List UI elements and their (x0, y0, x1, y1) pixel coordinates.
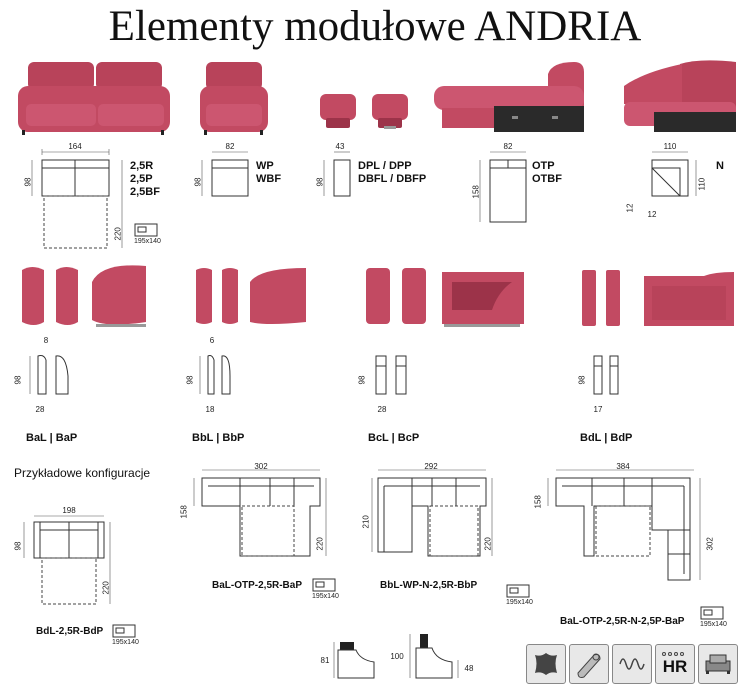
page-title: Elementy modułowe ANDRIA (108, 3, 642, 50)
codes-wp: WP WBF (256, 160, 282, 185)
bed-size-config-2: 195x140 (312, 593, 339, 600)
dim-height-config-4: 158 (533, 495, 543, 509)
photo-corner-n (624, 60, 736, 132)
dim-headrest-low: 81 (320, 656, 330, 665)
photo-armrest-bb (196, 268, 306, 324)
dim-depth-config-3: 220 (483, 537, 493, 551)
configs-heading: Przykładowe konfiguracje (14, 466, 151, 480)
dim-height-n: 110 (697, 177, 707, 191)
dim-height-wp: 98 (193, 177, 203, 187)
dim-height-2-5: 98 (23, 177, 33, 187)
sofa-bed-icon (112, 624, 136, 638)
bed-size-config-3: 195x140 (506, 599, 533, 606)
dim-width-wp: 82 (225, 142, 235, 151)
label-config-2: BaL-OTP-2,5R-BaP (212, 580, 303, 591)
dim-width-dp: 43 (335, 142, 345, 151)
dim-depth-bd: 17 (593, 405, 603, 414)
dim-height-dp: 98 (315, 177, 325, 187)
photo-module-wp (200, 62, 268, 135)
drawing-corner-n (651, 151, 697, 197)
drawing-config-1 (23, 515, 111, 605)
dim-depth-config-2: 220 (315, 537, 325, 551)
drawing-headrest-low (333, 642, 375, 679)
label-config-3: BbL-WP-N-2,5R-BbP (380, 580, 478, 591)
label-armrest-bc: BcL | BcP (368, 432, 420, 444)
photo-sofa-2-5 (18, 62, 170, 135)
drawing-module-dp (323, 151, 351, 197)
codes-n: N (716, 160, 724, 172)
dim-height-config-1: 98 (13, 541, 23, 551)
spring-icon (612, 644, 652, 684)
label-armrest-bd: BdL | BdP (580, 432, 633, 444)
sofa-bed-icon (700, 606, 724, 620)
codes-dp: DPL / DPP DBFL / DBFP (358, 160, 427, 185)
dim-depth-bb: 18 (205, 405, 215, 414)
dim-headrest-seat: 48 (464, 664, 474, 673)
photo-chaise-otp (434, 62, 584, 132)
dim-width-config-1: 198 (62, 506, 76, 515)
label-config-4: BaL-OTP-2,5R-N-2,5P-BaP (560, 616, 685, 627)
dim-width-config-3: 292 (424, 462, 438, 471)
dim-width-config-2: 302 (254, 462, 268, 471)
drawing-chaise-otp (479, 151, 527, 223)
sofa-bed-icon (134, 223, 158, 237)
drawing-armrest-ba (29, 355, 69, 395)
dim-width-bb: 6 (209, 336, 215, 345)
dim-height-bd: 98 (577, 375, 587, 385)
drawing-armrest-bb (199, 355, 231, 395)
photo-armrest-bc (366, 268, 524, 327)
dim-inner-b-n: 12 (647, 210, 657, 219)
dim-height-config-2: 158 (179, 505, 189, 519)
drawing-headrest-high (409, 634, 459, 679)
dim-depth-ba: 28 (35, 405, 45, 414)
label-armrest-ba: BaL | BaP (26, 432, 78, 444)
bed-size-config-4: 195x140 (700, 621, 727, 628)
photo-armrest-ba (22, 265, 146, 327)
dim-depth-config-4: 302 (705, 537, 715, 551)
drawing-config-4 (547, 469, 701, 581)
dim-inner-a-n: 12 (625, 203, 635, 213)
hr-foam-label: HR (662, 657, 688, 676)
dim-width-n: 110 (663, 142, 677, 151)
bed-size-2-5: 195x140 (134, 238, 161, 245)
dim-depth-bc: 28 (377, 405, 387, 414)
photo-ottomans (320, 94, 408, 129)
codes-otp: OTP OTBF (532, 160, 562, 185)
drawing-armrest-bc (375, 355, 407, 395)
drawing-sofa-2-5 (31, 149, 123, 249)
dim-height-ba: 98 (13, 375, 23, 385)
codes-2-5: 2,5R 2,5P 2,5BF (130, 160, 160, 198)
drawing-config-2 (193, 469, 327, 557)
sofa-bed-icon (698, 644, 738, 684)
sofa-bed-icon (312, 578, 336, 592)
drawing-armrest-bd (593, 355, 619, 395)
bed-size-config-1: 195x140 (112, 639, 139, 646)
drawing-module-wp (201, 151, 249, 197)
label-config-1: BdL-2,5R-BdP (36, 626, 104, 637)
label-armrest-bb: BbL | BbP (192, 432, 245, 444)
dim-width-config-4: 384 (616, 462, 630, 471)
dim-width-2-5: 164 (68, 142, 82, 151)
dim-height-otp: 158 (471, 185, 481, 199)
hr-foam-icon: HR (655, 644, 695, 684)
dim-depth-config-1: 220 (101, 581, 111, 595)
dim-height-bb: 98 (185, 375, 195, 385)
sofa-bed-icon (506, 584, 530, 598)
leather-icon (526, 644, 566, 684)
photo-armrest-bd (582, 270, 734, 326)
drawing-config-3 (371, 469, 493, 557)
dim-height-bc: 98 (357, 375, 367, 385)
dim-headrest-high: 100 (390, 652, 404, 661)
dim-width-ba: 8 (43, 336, 49, 345)
dim-depth-2-5: 220 (113, 227, 123, 241)
dim-width-otp: 82 (503, 142, 513, 151)
dim-height-config-3: 210 (361, 515, 371, 529)
fabric-roll-icon (569, 644, 609, 684)
